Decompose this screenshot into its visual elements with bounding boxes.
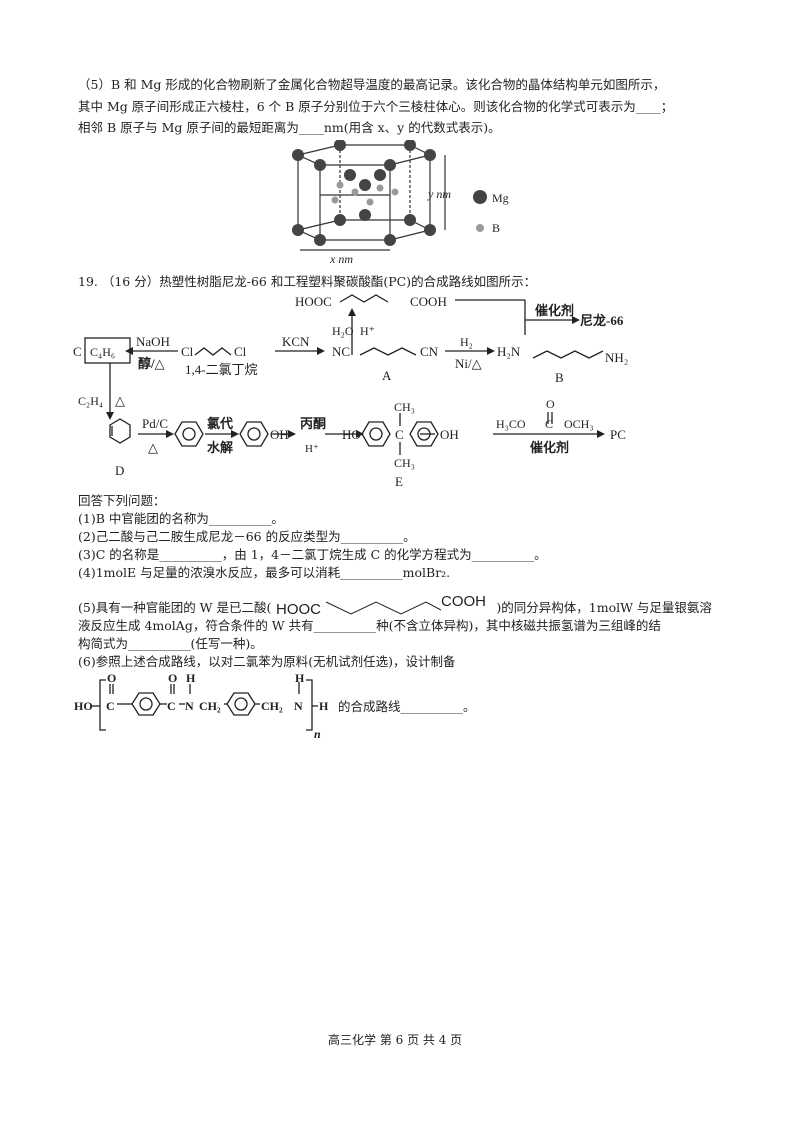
polymer-ho: HO (74, 699, 93, 713)
q18-5-line3: 相邻 B 原子与 Mg 原子间的最短距离为____nm(用含 x、y 的代数式表… (78, 120, 501, 135)
chlorination-label: 氯代 (207, 416, 233, 431)
answer-intro: 回答下列问题： (78, 493, 166, 508)
nylon-label: 尼龙-66 (580, 313, 624, 328)
delta-label: △ (115, 393, 125, 408)
polymer-n1: N (185, 699, 194, 713)
q5-hooc: HOOC (276, 601, 321, 618)
ni-label: Ni/△ (455, 356, 482, 371)
y-label: y nm (427, 187, 451, 201)
h2o-label: H₂O (332, 324, 354, 338)
b-label: B (555, 370, 564, 385)
q5-text-a: (5)具有一种官能团的 W 是已二酸( (78, 600, 272, 615)
cl-left: Cl (181, 344, 194, 359)
x-label: x nm (329, 252, 353, 265)
page-footer: 高三化学 第 6 页 共 4 页 (328, 1033, 463, 1047)
question-5-line3: 构简式为__________(任写一种)。 (78, 636, 263, 651)
polymer-ch2b: CH₂ (261, 699, 283, 713)
q18-5-line2: 其中 Mg 原子间形成正六棱柱，6 个 B 原子分别位于六个三棱柱体心。则该化合… (78, 99, 674, 114)
q19-title: 19. （16 分）热塑性树脂尼龙-66 和工程塑料聚碳酸酯(PC)的合成路线如… (78, 274, 537, 289)
delta2-label: △ (148, 440, 158, 455)
question-3: (3)C 的名称是__________，由 1，4－二氯丁烷生成 C 的化学方程… (78, 547, 547, 562)
question-1: (1)B 中官能团的名称为__________。 (78, 511, 284, 526)
ch3-bottom: CH₃ (394, 456, 415, 470)
naoh-label: NaOH (136, 334, 170, 349)
b-legend-icon (476, 224, 484, 232)
pc-label: PC (610, 427, 626, 442)
hplus2-label: H⁺ (305, 443, 319, 455)
hplus-label: H⁺ (360, 324, 375, 338)
q18-5-line1: （5）B 和 Mg 形成的化合物刷新了金属化合物超导温度的最高记录。该化合物的晶… (78, 77, 666, 92)
synthesis-scheme: HOOC COOH H₂O H⁺ 催化剂 尼龙-66 C C₄H₆ NaOH 醇… (73, 294, 628, 489)
acetone-label: 丙酮 (300, 416, 326, 431)
c2h4-label: C₂H₄ (78, 394, 103, 408)
alcohol-label: 醇/△ (138, 356, 165, 371)
polymer-c2: C (167, 699, 176, 713)
ho-label: HO (342, 427, 361, 442)
catalyst-label: 催化剂 (535, 303, 574, 318)
catalyst2-label: 催化剂 (530, 440, 569, 455)
polymer-o2: O (168, 672, 177, 685)
question-5-line2: 液反应生成 4molAg，符合条件的 W 共有__________种(不含立体异… (78, 618, 661, 633)
cooh-label: COOH (410, 294, 447, 309)
polymer-h1: H (186, 672, 196, 685)
ch3-top: CH₃ (394, 400, 415, 414)
nh2-label: NH₂ (605, 350, 628, 365)
question-6: (6)参照上述合成路线，以对二氯苯为原料(无机试剂任选)，设计制备 (78, 654, 456, 669)
q5-cooh: COOH (441, 593, 486, 610)
cn-label: CN (420, 344, 439, 359)
h2-label: H₂ (460, 335, 473, 349)
nc-label: NC (332, 344, 350, 359)
carbonate-c: C (545, 417, 553, 431)
polymer-c1: C (106, 699, 115, 713)
adipic-acid-structure: HOOC COOH (276, 593, 486, 618)
cl-right: Cl (234, 344, 247, 359)
h2n-label: H₂N (497, 344, 521, 359)
q5-text-b: )的同分异构体，1molW 与足量银氨溶 (496, 600, 712, 615)
d-label: D (115, 463, 124, 478)
dichlorobutane-label: 1,4-二氯丁烷 (185, 362, 258, 377)
oh2-label: OH (440, 427, 459, 442)
hydrolysis-label: 水解 (207, 440, 233, 455)
c-center: C (395, 427, 404, 442)
a-label: A (382, 368, 392, 383)
question-2: (2)己二酸与己二胺生成尼龙－66 的反应类型为__________。 (78, 529, 416, 544)
question-6-tail: 的合成路线__________。 (338, 699, 476, 714)
oh1-label: OH (270, 427, 289, 442)
carbonate-left: H₃CO (496, 417, 526, 431)
pdc-label: Pd/C (142, 416, 168, 431)
question-4: (4)1molE 与足量的浓溴水反应，最多可以消耗__________molBr… (78, 565, 451, 580)
polymer-structure: HO C O C O N H CH₂ CH₂ N H H n (74, 672, 329, 741)
hooc-label: HOOC (295, 294, 332, 309)
legend-mg: Mg (492, 191, 509, 205)
polymer-n: n (314, 727, 321, 741)
c-label: C (73, 344, 82, 359)
legend-b: B (492, 221, 500, 235)
polymer-o1: O (107, 672, 116, 685)
carbonate-o: O (546, 397, 555, 411)
carbonate-right: OCH₃ (564, 417, 594, 431)
crystal-structure-figure: y nm x nm Mg B (292, 140, 509, 265)
question-5-line1: (5)具有一种官能团的 W 是已二酸( HOOC COOH )的同分异构体，1molW… (78, 592, 712, 618)
polymer-h-end: H (319, 699, 329, 713)
polymer-ch2a: CH₂ (199, 699, 221, 713)
polymer-n2: N (294, 699, 303, 713)
e-label: E (395, 474, 403, 489)
mg-legend-icon (473, 190, 487, 204)
kcn-label: KCN (282, 334, 310, 349)
polymer-h2: H (295, 672, 305, 685)
c4h6-label: C₄H₆ (90, 345, 115, 359)
